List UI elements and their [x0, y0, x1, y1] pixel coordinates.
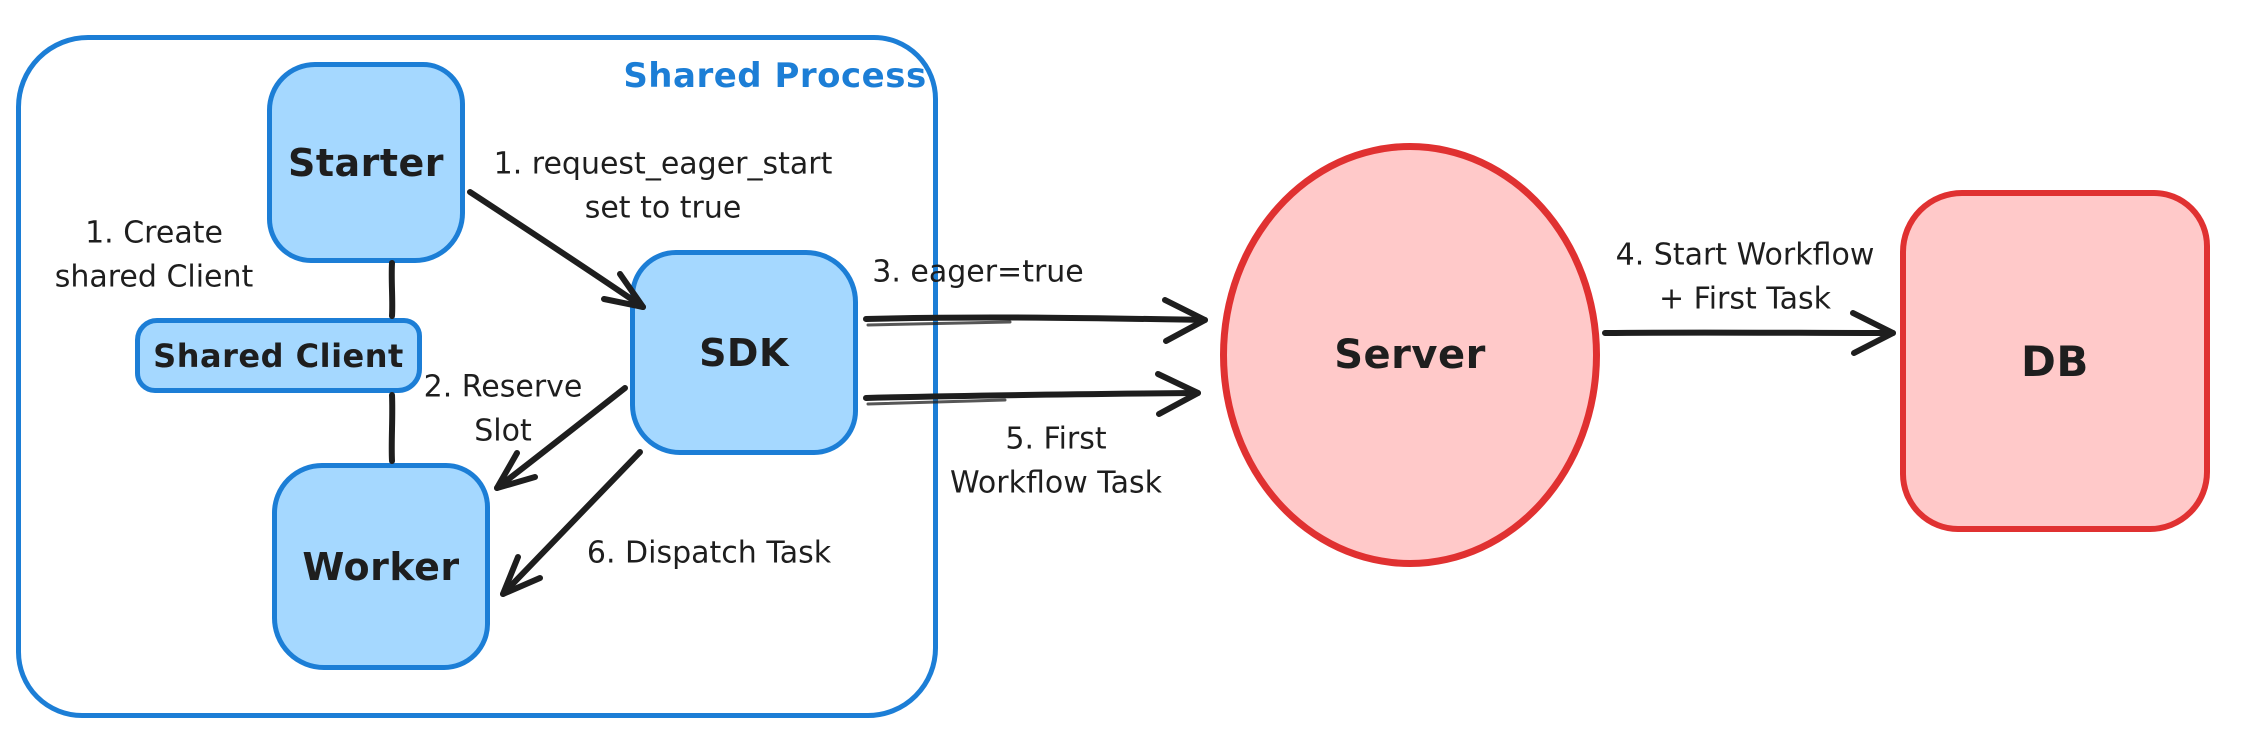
annotation-dispatch-task: 6. Dispatch Task: [587, 531, 831, 575]
annotation-line: 5. First: [1005, 421, 1107, 457]
db-node: DB: [1900, 190, 2210, 532]
shared-process-label: Shared Process: [623, 56, 927, 96]
annotation-line: set to true: [584, 190, 742, 225]
annotation-first-workflow-task: 5. First Workflow Task: [950, 418, 1162, 505]
shared-client-node: Shared Client: [135, 318, 422, 393]
annotation-line: 1. request_eager_start: [493, 146, 833, 182]
annotation-line: Slot: [474, 413, 532, 448]
annotation-start-workflow-first-task: 4. Start Workflow + First Task: [1616, 234, 1875, 321]
annotation-line: shared Client: [54, 259, 254, 294]
worker-node: Worker: [272, 463, 490, 670]
starter-node: Starter: [267, 62, 465, 263]
annotation-line: 2. Reserve: [423, 369, 583, 405]
annotation-line: 1. Create: [85, 215, 223, 251]
db-label: DB: [2021, 336, 2089, 386]
annotation-line: 4. Start Workflow: [1615, 237, 1875, 273]
annotation-line: Workflow Task: [949, 465, 1163, 500]
annotation-line: 6. Dispatch Task: [586, 535, 832, 571]
shared-client-label: Shared Client: [153, 336, 404, 375]
worker-label: Worker: [302, 544, 460, 589]
annotation-line: + First Task: [1658, 281, 1832, 316]
server-label: Server: [1334, 332, 1486, 378]
server-node: Server: [1220, 143, 1600, 567]
annotation-request-eager-start: 1. request_eager_start set to true: [494, 143, 833, 230]
shared-process-container: [16, 35, 938, 718]
annotation-create-shared-client: 1. Create shared Client: [55, 212, 254, 299]
annotation-eager-true: 3. eager=true: [872, 250, 1084, 294]
annotation-reserve-slot: 2. Reserve Slot: [424, 366, 583, 453]
annotation-line: 3. eager=true: [872, 254, 1084, 290]
sdk-label: SDK: [699, 330, 789, 375]
sdk-node: SDK: [630, 250, 858, 455]
starter-label: Starter: [287, 140, 445, 185]
